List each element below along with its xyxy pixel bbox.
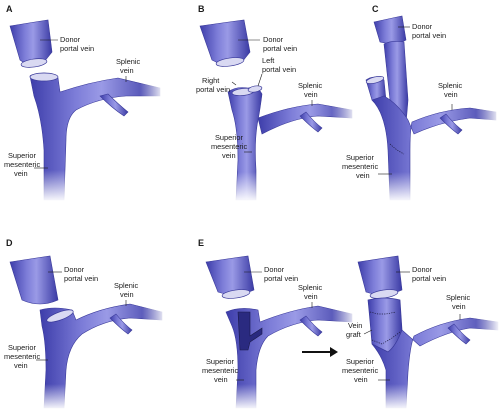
label-donor-portal-vein: Donor portal vein [64, 265, 98, 283]
donor-vein-lumen [215, 57, 245, 67]
panel-letter: B [198, 4, 205, 14]
label-superior-mesenteric-vein: Superior mesenteric vein [211, 133, 249, 160]
label-superior-mesenteric-vein: Superior mesenteric vein [342, 357, 380, 384]
graft-suture-top [369, 311, 397, 315]
donor-portal-vein [9, 19, 53, 65]
donor-vein-lumen [20, 58, 48, 68]
panel-letter: A [6, 4, 13, 14]
leader-line [257, 73, 263, 87]
opened-confluence [237, 311, 263, 351]
label-donor-portal-vein: Donor portal vein [412, 265, 446, 283]
tributary-vein [99, 93, 129, 117]
panel-letter: D [6, 238, 13, 248]
label-donor-portal-vein: Donor portal vein [264, 265, 298, 283]
anastomosis-site [46, 309, 74, 323]
leader-line [363, 329, 373, 335]
panel-vein-graft: Donor portal vein Vein graft Splenic vei… [342, 255, 500, 409]
label-vein-graft: Vein graft [346, 321, 364, 339]
graft-suture-bottom [371, 331, 401, 345]
label-left-portal-vein: Left portal vein [262, 56, 296, 74]
label-splenic-vein: Splenic vein [298, 283, 324, 301]
donor-portal-vein [9, 255, 59, 305]
label-splenic-vein: Splenic vein [114, 281, 140, 299]
right-arrow-icon [302, 347, 338, 357]
label-donor-portal-vein: Donor portal vein [60, 35, 94, 53]
label-donor-portal-vein: Donor portal vein [263, 35, 297, 53]
stump-lumen [365, 76, 385, 84]
tributary-vein [299, 315, 323, 337]
label-superior-mesenteric-vein: Superior mesenteric vein [4, 151, 42, 178]
label-splenic-vein: Splenic vein [446, 293, 472, 311]
recipient-portal-trunk [227, 87, 263, 201]
left-portal-vein-lumen [247, 85, 263, 93]
donor-portal-vein [199, 19, 251, 65]
label-superior-mesenteric-vein: Superior mesenteric vein [202, 357, 240, 384]
label-splenic-vein: Splenic vein [438, 81, 464, 99]
panel-a: A Donor portal vein Splenic vein Superio… [4, 4, 164, 202]
label-superior-mesenteric-vein: Superior mesenteric vein [4, 343, 42, 370]
tributary-vein [447, 323, 471, 345]
donor-vein-lumen [221, 289, 251, 299]
tributary-vein [109, 313, 133, 335]
donor-portal-vein [357, 255, 403, 295]
donor-portal-vein [373, 15, 407, 44]
panel-letter: C [372, 4, 379, 14]
panel-letter: E [198, 238, 204, 248]
label-donor-portal-vein: Donor portal vein [412, 22, 446, 40]
donor-portal-vein [205, 255, 255, 295]
tributary-vein [299, 111, 323, 133]
label-splenic-vein: Splenic vein [298, 81, 324, 99]
tributary-vein [439, 113, 463, 135]
label-splenic-vein: Splenic vein [116, 57, 142, 75]
label-right-portal-vein: Right portal vein [196, 76, 230, 94]
panel-d: D Donor portal vein Splenic vein Superio… [4, 238, 166, 409]
label-superior-mesenteric-vein: Superior mesenteric vein [342, 153, 380, 180]
panel-e: E Donor portal vein Splenic vein Superio… [198, 238, 356, 409]
leader-line [231, 81, 237, 86]
panel-b: B Donor portal vein Left portal vein Rig… [196, 4, 356, 202]
recipient-portal-lumen [29, 72, 59, 82]
panel-c: C Donor portal vein Splenic vein Superio… [342, 4, 500, 202]
